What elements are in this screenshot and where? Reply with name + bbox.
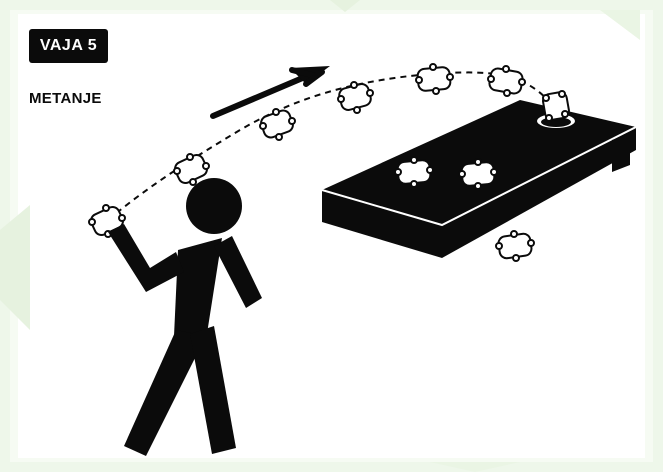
throw-direction-arrow-icon	[213, 66, 330, 116]
cornhole-board-icon	[322, 91, 636, 258]
beanbag-icon	[259, 109, 295, 140]
stick-figure-icon	[108, 178, 262, 456]
beanbag-icon	[338, 82, 373, 113]
beanbag-icon	[488, 66, 525, 96]
beanbag-icon	[416, 64, 453, 94]
beanbag-icon	[496, 231, 534, 261]
